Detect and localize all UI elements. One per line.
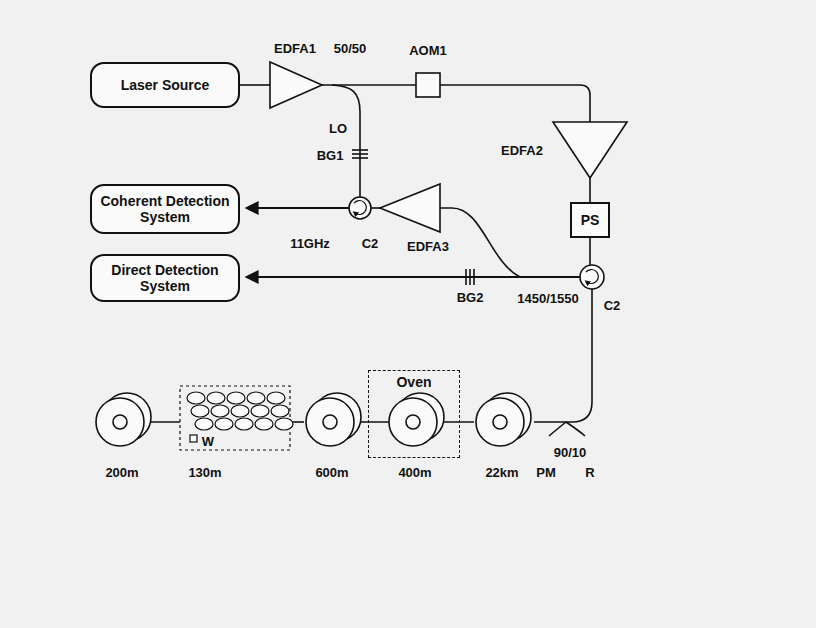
coil	[275, 418, 293, 430]
circulator	[349, 197, 371, 219]
coil	[231, 405, 249, 417]
component-label: 22km	[485, 465, 518, 480]
coil	[267, 392, 285, 404]
component-label: 50/50	[334, 41, 367, 56]
component-label: C2	[604, 298, 621, 313]
output-arrow	[246, 276, 580, 278]
output-arrow	[246, 207, 349, 209]
coil-bundle	[187, 392, 293, 430]
coil	[235, 418, 253, 430]
fiber-spool	[96, 393, 151, 446]
fiber	[440, 85, 590, 122]
fiber-spool	[476, 393, 531, 446]
coil	[271, 405, 289, 417]
coil	[195, 418, 213, 430]
bundle-frame	[180, 386, 290, 450]
component-label: 130m	[188, 465, 221, 480]
component-label: LO	[329, 121, 347, 136]
coil	[207, 392, 225, 404]
circulator-arrow	[586, 270, 598, 284]
node-label: Coherent Detection System	[98, 193, 232, 225]
component-label: 400m	[398, 465, 431, 480]
source-box: Laser Source	[90, 62, 240, 108]
edfa3-amplifier	[380, 184, 440, 232]
component-label: EDFA3	[407, 239, 449, 254]
node-label: Laser Source	[121, 77, 210, 93]
component-label: 90/10	[554, 445, 587, 460]
coil	[251, 405, 269, 417]
component-label: C2	[362, 236, 379, 251]
component-label: EDFA1	[274, 41, 316, 56]
fiber	[589, 238, 591, 265]
coil	[227, 392, 245, 404]
detector-box: Coherent Detection System	[90, 184, 240, 234]
component-label: 1450/1550	[517, 291, 578, 306]
component-label: EDFA2	[501, 143, 543, 158]
fiber-spool	[306, 393, 361, 446]
lo-fiber	[332, 85, 360, 197]
coupler-branch	[549, 422, 566, 436]
circulator	[580, 265, 604, 289]
component-label: 11GHz	[290, 236, 330, 251]
node-label: PS	[581, 212, 600, 228]
component-label: R	[585, 465, 594, 480]
fiber	[589, 178, 591, 202]
component-label: PM	[536, 465, 556, 480]
w-marker	[190, 435, 197, 442]
coil	[191, 405, 209, 417]
edfa2-amplifier	[553, 122, 627, 178]
fiber-spools	[96, 393, 531, 446]
phase-shifter-box: PS	[570, 202, 610, 238]
coupler-branch	[566, 422, 585, 436]
component-label: 200m	[105, 465, 138, 480]
coil	[255, 418, 273, 430]
bragg-grating	[352, 150, 368, 158]
coil	[215, 418, 233, 430]
fiber-spool	[389, 393, 444, 446]
oven-frame: Oven	[368, 370, 460, 458]
component-label: AOM1	[409, 43, 447, 58]
edfa1-amplifier	[270, 62, 322, 108]
component-label: W	[202, 434, 214, 449]
node-label: Direct Detection System	[98, 262, 232, 294]
node-label: Oven	[396, 374, 431, 390]
aom-box	[416, 73, 440, 97]
fiber	[240, 84, 270, 86]
coil	[247, 392, 265, 404]
fiber	[440, 208, 520, 277]
component-label: BG1	[317, 148, 344, 163]
component-label: 600m	[315, 465, 348, 480]
coil	[211, 405, 229, 417]
coil	[187, 392, 205, 404]
detector-box: Direct Detection System	[90, 254, 240, 302]
fiber	[534, 289, 592, 422]
component-label: BG2	[457, 290, 484, 305]
circulator-arrow	[354, 201, 366, 215]
bragg-grating	[466, 269, 474, 285]
